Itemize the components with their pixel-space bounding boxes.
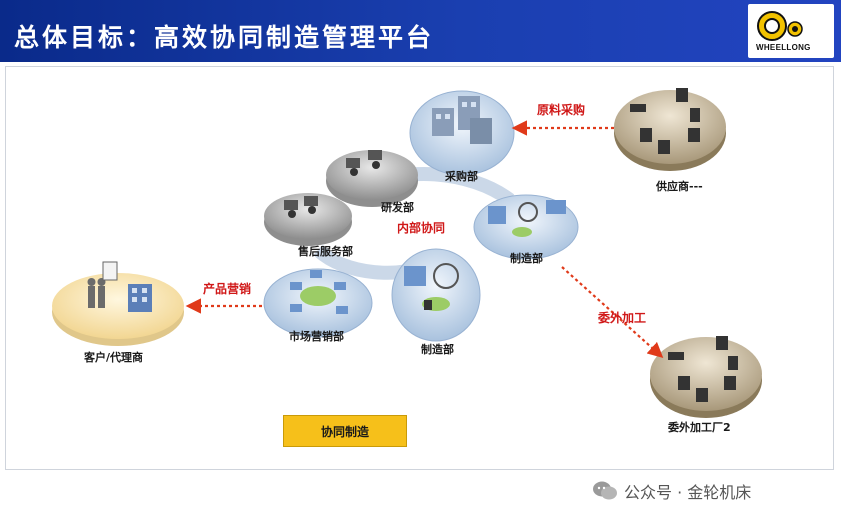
logo-wordmark: WHEELLONG — [756, 43, 811, 52]
header-bar: 总体目标：高效协同制造管理平台 WHEELLONG — [0, 0, 841, 62]
manufacturing-upper-node — [473, 194, 579, 260]
factory-icon — [488, 200, 566, 237]
watermark: 公众号 · 金轮机床 — [592, 478, 751, 504]
logo-icon — [757, 11, 803, 41]
wechat-icon — [593, 481, 617, 500]
after-sales-desk-icon — [284, 196, 318, 218]
label-manufacturing-upper: 制造部 — [510, 252, 543, 265]
label-customer: 客户/代理商 — [84, 351, 144, 364]
collab-manufacturing-box: 协同制造 — [283, 415, 407, 447]
label-supplier: 供应商--- — [656, 180, 703, 193]
rnd-desk-icon — [346, 150, 382, 176]
label-marketing: 市场营销部 — [289, 330, 344, 343]
label-internal-collab: 内部协同 — [397, 221, 446, 235]
label-purchasing: 采购部 — [445, 170, 478, 183]
supplier-servers-icon — [630, 88, 700, 154]
customer-building-icon — [128, 284, 152, 312]
marketing-network-icon — [290, 270, 348, 314]
collab-label: 协同制造 — [320, 424, 369, 439]
after-sales-node — [264, 193, 352, 246]
factory-lower-icon — [404, 263, 459, 311]
customer-people-icon — [87, 261, 118, 308]
rnd-node — [326, 150, 418, 207]
label-after-sales: 售后服务部 — [298, 245, 353, 258]
wheellong-logo: WHEELLONG — [748, 4, 834, 58]
label-product-marketing: 产品营销 — [203, 282, 252, 296]
customer-node — [52, 261, 184, 346]
page-title: 总体目标：高效协同制造管理平台 — [14, 23, 435, 52]
marketing-node — [263, 268, 373, 338]
outsource-node — [650, 336, 762, 418]
purchasing-node — [409, 90, 515, 176]
watermark-text: 公众号 · 金轮机床 — [624, 483, 752, 502]
manufacturing-lower-node — [391, 248, 481, 342]
label-rnd: 研发部 — [381, 201, 414, 214]
label-manufacturing-lower: 制造部 — [421, 343, 454, 356]
outsource-servers-icon — [668, 336, 738, 402]
label-outsource-factory: 委外加工厂2 — [668, 421, 731, 434]
warehouse-icon — [432, 96, 492, 144]
label-outsourcing: 委外加工 — [598, 311, 647, 325]
arrow-outsourcing — [561, 266, 664, 358]
label-raw-material: 原料采购 — [537, 103, 586, 117]
supplier-node — [614, 88, 726, 171]
